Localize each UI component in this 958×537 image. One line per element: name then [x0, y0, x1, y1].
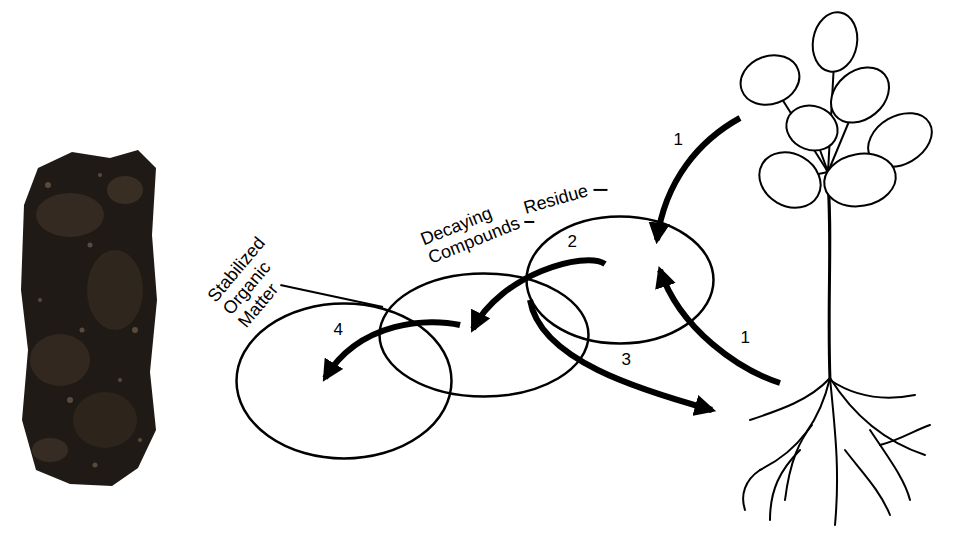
loop-label: Decaying Compounds: [418, 195, 523, 268]
soil-speck: [118, 378, 122, 382]
soil-texture: [107, 176, 143, 204]
soil-speck: [138, 438, 142, 442]
loop-ellipse: [380, 274, 589, 397]
root: [870, 430, 910, 500]
step-number: 1: [739, 328, 752, 348]
loop-label: Residue: [522, 181, 591, 218]
soil-speck: [67, 397, 73, 403]
soil-texture: [36, 193, 104, 237]
plant-illustration: [734, 9, 942, 525]
root: [830, 378, 925, 455]
soil-speck: [45, 182, 51, 188]
loop-ellipse: [527, 217, 714, 344]
root: [750, 378, 830, 420]
step-number: 3: [620, 350, 633, 370]
soil-speck: [80, 328, 85, 333]
root: [770, 450, 800, 520]
loop-node: Residue: [525, 215, 715, 345]
root: [830, 378, 837, 525]
leaf: [808, 9, 862, 76]
soil-speck: [93, 463, 98, 468]
step-number: 2: [566, 232, 579, 252]
uptake-arrow: [660, 270, 780, 383]
leader-line: [524, 221, 534, 223]
release-arrow: [530, 300, 712, 410]
root: [743, 470, 760, 510]
soil-speck: [132, 327, 138, 333]
soil-photo: [21, 150, 157, 486]
soil-texture: [73, 392, 137, 448]
loop-outline: [525, 215, 715, 345]
loop-outline: [378, 272, 590, 398]
soil-speck: [88, 243, 93, 248]
leaf: [734, 47, 807, 113]
plant-stem: [827, 168, 830, 380]
step-number: 4: [332, 320, 345, 340]
leaf: [780, 98, 844, 157]
root: [880, 425, 930, 445]
soil-speck: [38, 298, 42, 302]
soil-speck: [98, 173, 102, 177]
loop-node: Decaying Compounds: [378, 272, 590, 398]
soil-texture: [87, 250, 143, 330]
soil-texture: [32, 438, 68, 462]
leaves: [734, 9, 942, 219]
soil-texture: [30, 334, 90, 386]
leaf: [820, 148, 900, 212]
leader-line: [593, 189, 607, 191]
flow-arrow: [325, 322, 460, 378]
roots: [743, 378, 930, 525]
leaf: [749, 141, 830, 218]
step-number: 1: [672, 130, 685, 150]
uptake-arrow: [657, 118, 740, 240]
soil-clod: [21, 150, 157, 486]
root: [830, 380, 915, 398]
loop-ellipse: [237, 304, 452, 459]
root: [845, 450, 890, 515]
